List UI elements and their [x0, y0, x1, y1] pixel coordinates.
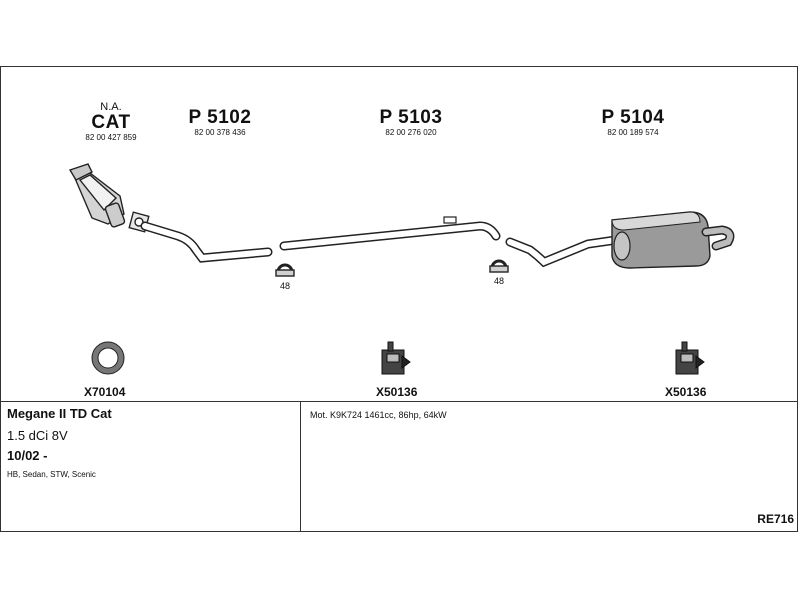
part-header-cat: N.A. CAT 82 00 427 859	[78, 101, 144, 143]
motor-spec: Mot. K9K724 1461cc, 86hp, 64kW	[310, 410, 447, 420]
reference-code: RE716	[757, 512, 794, 526]
cat-number: 82 00 427 859	[85, 133, 137, 142]
p5104-code: P 5104	[601, 107, 665, 128]
cat-code: CAT	[91, 112, 131, 133]
clamp-right-label: 48	[494, 276, 505, 286]
p5103-number: 82 00 276 020	[385, 128, 437, 137]
clamp-left-drawing	[275, 263, 295, 277]
ring-gasket-drawing	[91, 341, 125, 375]
hanger-right-drawing	[675, 341, 705, 375]
pipe-p5103-drawing	[279, 216, 501, 251]
ring-gasket-label: X70104	[84, 385, 126, 399]
cat-note: N.A.	[100, 101, 122, 113]
hanger-right-label: X50136	[665, 385, 707, 399]
hanger-center-label: X50136	[376, 385, 418, 399]
catalytic-converter-drawing	[68, 163, 126, 228]
rear-muffler-drawing	[505, 211, 735, 269]
vehicle-year: 10/02 -	[7, 448, 48, 463]
clamp-right-drawing	[489, 259, 509, 273]
p5102-number: 82 00 378 436	[194, 128, 246, 137]
divider-horizontal	[0, 401, 798, 402]
part-header-p5103: P 5103 82 00 276 020	[371, 108, 451, 138]
p5104-number: 82 00 189 574	[607, 128, 659, 137]
vehicle-model: Megane II TD Cat	[7, 406, 112, 421]
vehicle-engine: 1.5 dCi 8V	[7, 428, 68, 443]
diagram-frame	[0, 66, 798, 532]
part-header-p5104: P 5104 82 00 189 574	[593, 108, 673, 138]
pipe-p5102-drawing	[140, 221, 273, 263]
part-header-p5102: P 5102 82 00 378 436	[180, 108, 260, 138]
p5102-code: P 5102	[188, 107, 252, 128]
divider-vertical	[300, 401, 301, 532]
clamp-left-label: 48	[280, 281, 291, 291]
hanger-center-drawing	[381, 341, 411, 375]
vehicle-bodies: HB, Sedan, STW, Scenic	[7, 470, 96, 479]
p5103-code: P 5103	[379, 107, 443, 128]
